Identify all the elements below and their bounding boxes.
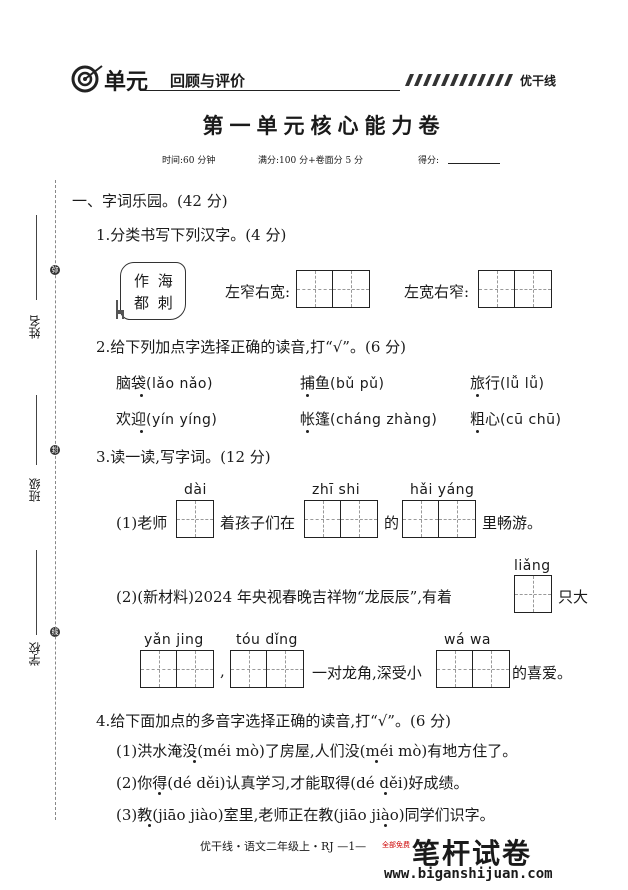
choice-pinyin[interactable]: (lǚ lǚ) (500, 376, 545, 392)
emphasis-dot (384, 792, 387, 795)
question-1-title: 1.分类书写下列汉字。(4 分) (96, 226, 287, 244)
writing-grid[interactable] (402, 500, 476, 538)
unit-label: 单元 (104, 70, 149, 95)
sidebar-line (36, 550, 37, 635)
q4-line: (1)洪水淹没(méi mò)了房屋,人们没(méi mò)有地方住了。 (116, 742, 518, 760)
emphasis-dot (375, 760, 378, 763)
sentence-text: , (220, 662, 225, 680)
meta-got: 得分: (418, 156, 440, 166)
emphasis-dot (306, 394, 309, 397)
emphasis-dot (193, 760, 196, 763)
emphasis-dot (140, 430, 143, 433)
sentence-text: 只大 (558, 588, 589, 606)
score-blank (448, 163, 500, 164)
writing-grid[interactable] (230, 650, 304, 688)
pinyin-label: yǎn jing (144, 632, 204, 648)
sidebar-line (36, 215, 37, 300)
stripes-decoration (405, 74, 513, 86)
choice-item: 旅行(lǚ lǚ) (470, 372, 544, 393)
writing-grid[interactable] (436, 650, 510, 688)
choice-pinyin[interactable]: (cū chū) (500, 412, 562, 428)
character-tag (120, 262, 186, 320)
emphasis-dot (306, 430, 309, 433)
header-bar: 单元 回顾与评价 优干线 (70, 62, 565, 96)
choice-pinyin[interactable]: (yín yíng) (146, 412, 218, 428)
sentence-text: 的 (384, 514, 400, 532)
sentence-text: 一对龙角,深受小 (312, 664, 422, 682)
page-footer: 优干线・语文二年级上・RJ —1— (200, 840, 367, 853)
emphasis-dot (384, 824, 387, 827)
brand-label: 优干线 (520, 74, 557, 88)
meta-time: 时间:60 分钟 (162, 156, 216, 166)
sentence-text: (1)老师 (116, 514, 168, 532)
header-subtitle: 回顾与评价 (170, 72, 246, 90)
writing-grid[interactable] (478, 270, 552, 308)
school-label: 学校 (28, 642, 42, 666)
writing-grid[interactable] (176, 500, 214, 538)
sidebar-line (36, 395, 37, 465)
choice-item: 捕鱼(bǔ pǔ) (300, 372, 384, 393)
choice-word: 欢迎 (116, 410, 147, 428)
choice-item: 帐篷(cháng zhàng) (300, 408, 437, 429)
giraffe-icon (116, 300, 124, 319)
page-title: 第一单元核心能力卷 (202, 113, 446, 138)
character-tag-row: 作 海 (134, 272, 175, 290)
target-icon (71, 65, 103, 93)
header-rule (140, 90, 400, 91)
emphasis-dot (158, 792, 161, 795)
watermark-url: www.biganshijuan.com (384, 866, 553, 882)
class-label: 班级 (28, 478, 42, 502)
q4-line: (3)教(jiāo jiào)室里,老师正在教(jiāo jiào)同学们识字。 (116, 806, 495, 824)
emphasis-dot (476, 430, 479, 433)
sentence-text: 的喜爱。 (512, 664, 573, 682)
choice-pinyin[interactable]: (cháng zhàng) (330, 412, 438, 428)
left-narrow-label: 左窄右宽: (225, 283, 291, 301)
writing-grid[interactable] (514, 575, 552, 613)
choice-item: 欢迎(yín yíng) (116, 408, 217, 429)
choice-word: 旅行 (470, 374, 501, 392)
choice-item: 粗心(cū chū) (470, 408, 561, 429)
seal-dashed-line (55, 180, 56, 820)
meta-score: 满分:100 分+卷面分 5 分 (258, 156, 364, 166)
sentence-text: (2)(新材料)2024 年央视春晚吉祥物“龙辰辰”,有着 (116, 588, 453, 606)
choice-item: 脑袋(lǎo nǎo) (116, 372, 213, 393)
pinyin-label: liǎng (514, 558, 551, 574)
choice-word: 脑袋 (116, 374, 147, 392)
emphasis-dot (476, 394, 479, 397)
name-label: 姓名 (28, 315, 42, 339)
emphasis-dot (148, 824, 151, 827)
sentence-text: 着孩子们在 (220, 514, 296, 532)
watermark-small: 全部免费 (382, 841, 410, 849)
watermark-logo: 笔杆试卷 (412, 837, 533, 870)
pinyin-label: wá wa (444, 632, 492, 648)
writing-grid[interactable] (304, 500, 378, 538)
sentence-text: 里畅游。 (482, 514, 543, 532)
question-4-title: 4.给下面加点的多音字选择正确的读音,打“√”。(6 分) (96, 712, 451, 730)
question-2-title: 2.给下列加点字选择正确的读音,打“√”。(6 分) (96, 338, 406, 356)
right-narrow-label: 左宽右窄: (404, 283, 470, 301)
question-3-title: 3.读一读,写字词。(12 分) (96, 448, 271, 466)
choice-pinyin[interactable]: (bǔ pǔ) (330, 376, 385, 392)
section-heading: 一、字词乐园。(42 分) (72, 192, 228, 210)
character-tag-row: 都 刺 (134, 294, 175, 312)
writing-grid[interactable] (140, 650, 214, 688)
pinyin-label: zhī shi (312, 482, 361, 498)
choice-word: 粗心 (470, 410, 501, 428)
pinyin-label: dài (184, 482, 207, 498)
pinyin-label: tóu dǐng (236, 632, 298, 648)
pinyin-label: hǎi yáng (410, 482, 475, 498)
choice-word: 帐篷 (300, 410, 331, 428)
choice-pinyin[interactable]: (lǎo nǎo) (146, 376, 213, 392)
emphasis-dot (140, 394, 143, 397)
writing-grid[interactable] (296, 270, 370, 308)
choice-word: 捕鱼 (300, 374, 331, 392)
q4-line: (2)你得(dé děi)认真学习,才能取得(dé děi)好成绩。 (116, 774, 469, 792)
